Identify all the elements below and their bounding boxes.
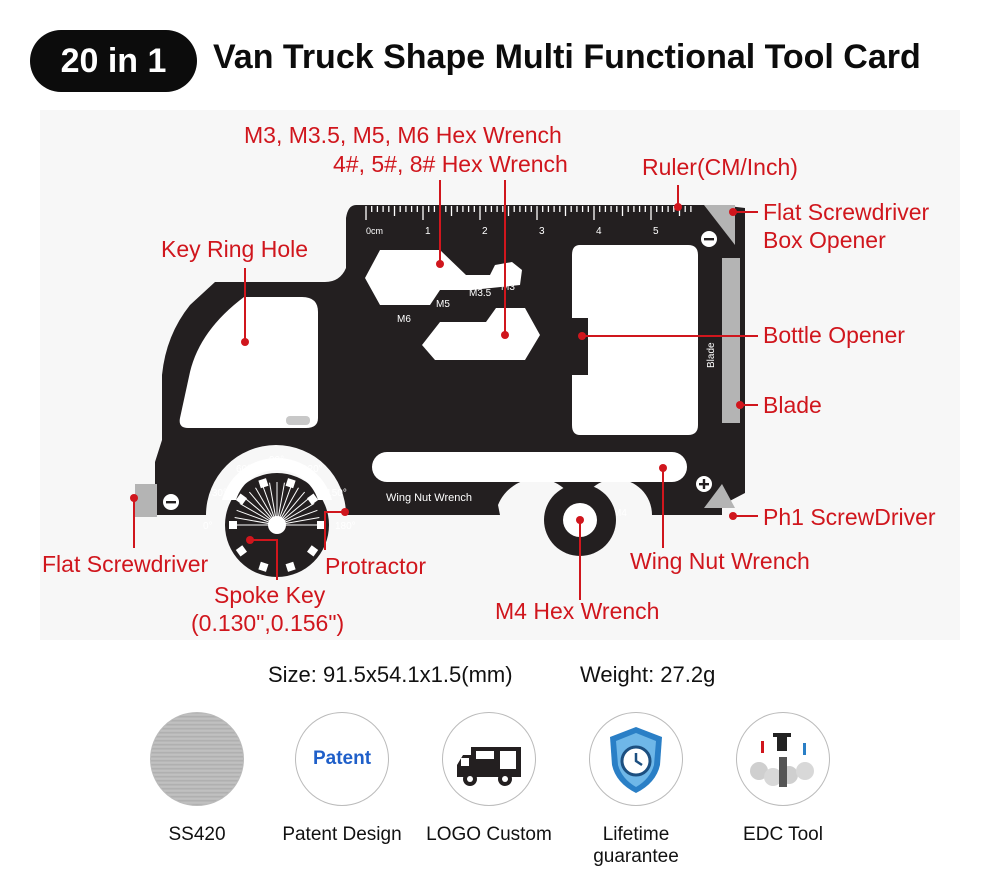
- protractor-ray: [261, 484, 278, 526]
- gear-notch: [258, 561, 269, 572]
- gear-notch: [229, 521, 237, 529]
- page-title: Van Truck Shape Multi Functional Tool Ca…: [213, 38, 921, 76]
- feature-label: SS420: [168, 824, 226, 845]
- patent-badge-text: Patent: [312, 748, 372, 769]
- m3-label: M3: [501, 282, 515, 293]
- protractor-ray: [248, 491, 278, 526]
- wing-nut-callout: Wing Nut Wrench: [630, 548, 810, 574]
- protractor-ray: [276, 496, 311, 526]
- ruler-number: 5: [653, 226, 659, 237]
- flat-screwdriver-tip: [704, 205, 735, 245]
- flat-left-callout: Flat Screwdriver: [42, 551, 209, 577]
- protractor-ray: [236, 509, 278, 526]
- ph1-tip: [704, 484, 735, 508]
- m5-label: M5: [436, 299, 450, 310]
- hex-imperial-callout: 4#, 5#, 8# Hex Wrench: [333, 151, 568, 177]
- ruler-number: 3: [539, 226, 545, 237]
- bottle-opener-cutout: [572, 245, 698, 435]
- feature-edc: EDC Tool: [718, 712, 848, 846]
- ruler-ticks: [365, 206, 692, 220]
- hex-wrench-cutout-lower: [422, 308, 540, 360]
- key-ring-callout: Key Ring Hole: [161, 236, 309, 262]
- protractor-ray: [269, 482, 278, 526]
- card-wing-label: Wing Nut Wrench: [386, 492, 472, 504]
- ph1-callout: Ph1 ScrewDriver: [763, 504, 936, 530]
- protractor-angle-label: 180°: [335, 521, 356, 532]
- callout-dots: [130, 203, 744, 544]
- protractor-ray: [276, 503, 315, 526]
- protractor-ray: [276, 517, 320, 526]
- door-handle: [286, 416, 310, 425]
- feature-label: Patent Design: [282, 824, 402, 845]
- weight-spec: Weight: 27.2g: [580, 662, 716, 687]
- card-m4-label: M4: [613, 508, 627, 519]
- gear-notch: [285, 561, 296, 572]
- hex-metric-callout: M3, M3.5, M5, M6 Hex Wrench: [244, 122, 562, 148]
- protractor-callout: Protractor: [325, 553, 426, 579]
- gear-notch: [235, 493, 247, 505]
- m6-label: M6: [397, 314, 411, 325]
- protractor-ray: [276, 484, 293, 526]
- callout-lines: [133, 180, 758, 600]
- steel-texture-icon: [150, 712, 244, 806]
- protractor-angle-label: 60°: [236, 464, 251, 475]
- protractor-arc: [222, 457, 332, 500]
- protractor-angle-label: 150°: [326, 488, 347, 499]
- ruler-number: 1: [425, 226, 431, 237]
- feature-label: Lifetime guarantee: [593, 824, 679, 867]
- protractor-ray: [276, 509, 318, 526]
- feature-ss420: SS420: [132, 712, 262, 846]
- wing-nut-slot: [372, 452, 687, 482]
- gear-notch: [235, 545, 247, 557]
- protractor-ray: [276, 491, 306, 526]
- protractor-angle-label: 90°: [269, 455, 284, 466]
- m4-callout: M4 Hex Wrench: [495, 598, 660, 624]
- m35-label: M3.5: [469, 288, 492, 299]
- gear-notch: [285, 478, 296, 489]
- protractor-ray: [234, 517, 278, 526]
- protractor-ray: [243, 496, 278, 526]
- protractor-ray: [255, 487, 278, 526]
- feature-label: EDC Tool: [743, 824, 823, 845]
- size-spec: Size: 91.5x54.1x1.5(mm): [268, 662, 513, 687]
- edc-tools-icon: [736, 712, 830, 806]
- feature-logo-custom: LOGO Custom: [424, 712, 554, 846]
- ruler-callout: Ruler(CM/Inch): [642, 154, 798, 180]
- blade-callout: Blade: [763, 392, 822, 418]
- protractor-angle-label: 30°: [212, 488, 227, 499]
- spoke-key-callout: Spoke Key: [214, 582, 326, 608]
- gear-notch: [258, 478, 269, 489]
- shield-clock-icon: [589, 712, 683, 806]
- protractor-ray: [239, 503, 278, 526]
- key-ring-window: [179, 297, 318, 428]
- left-flat-screwdriver: [135, 484, 157, 517]
- gear-notch: [307, 493, 319, 505]
- ruler-number: 4: [596, 226, 602, 237]
- blade-edge: [722, 258, 740, 423]
- card-blade-label: Blade: [706, 342, 717, 368]
- count-badge: 20 in 1: [30, 30, 197, 92]
- protractor-angle-label: 0°: [203, 521, 213, 532]
- truck-logo-icon: [442, 712, 536, 806]
- feature-label: LOGO Custom: [426, 824, 552, 845]
- ruler-strip: [356, 205, 702, 239]
- patent-icon: Patent: [295, 712, 389, 806]
- box-opener-callout: Box Opener: [763, 227, 886, 253]
- protractor-angle-label: 120°: [302, 464, 323, 475]
- protractor-ray: [276, 482, 285, 526]
- flat-screwdriver-callout: Flat Screwdriver: [763, 199, 930, 225]
- feature-lifetime: Lifetime guarantee: [571, 712, 701, 868]
- protractor-ray: [276, 487, 299, 526]
- gear-notch: [307, 545, 319, 557]
- ruler-zero-label: 0cm: [366, 226, 383, 236]
- hex-wrench-cutout-upper: [365, 250, 522, 305]
- gear-notch: [317, 521, 325, 529]
- feature-patent: Patent Patent Design: [277, 712, 407, 846]
- ruler-number: 2: [482, 226, 488, 237]
- bottle-opener-callout: Bottle Opener: [763, 322, 905, 348]
- spoke-size-callout: (0.130",0.156"): [191, 610, 345, 636]
